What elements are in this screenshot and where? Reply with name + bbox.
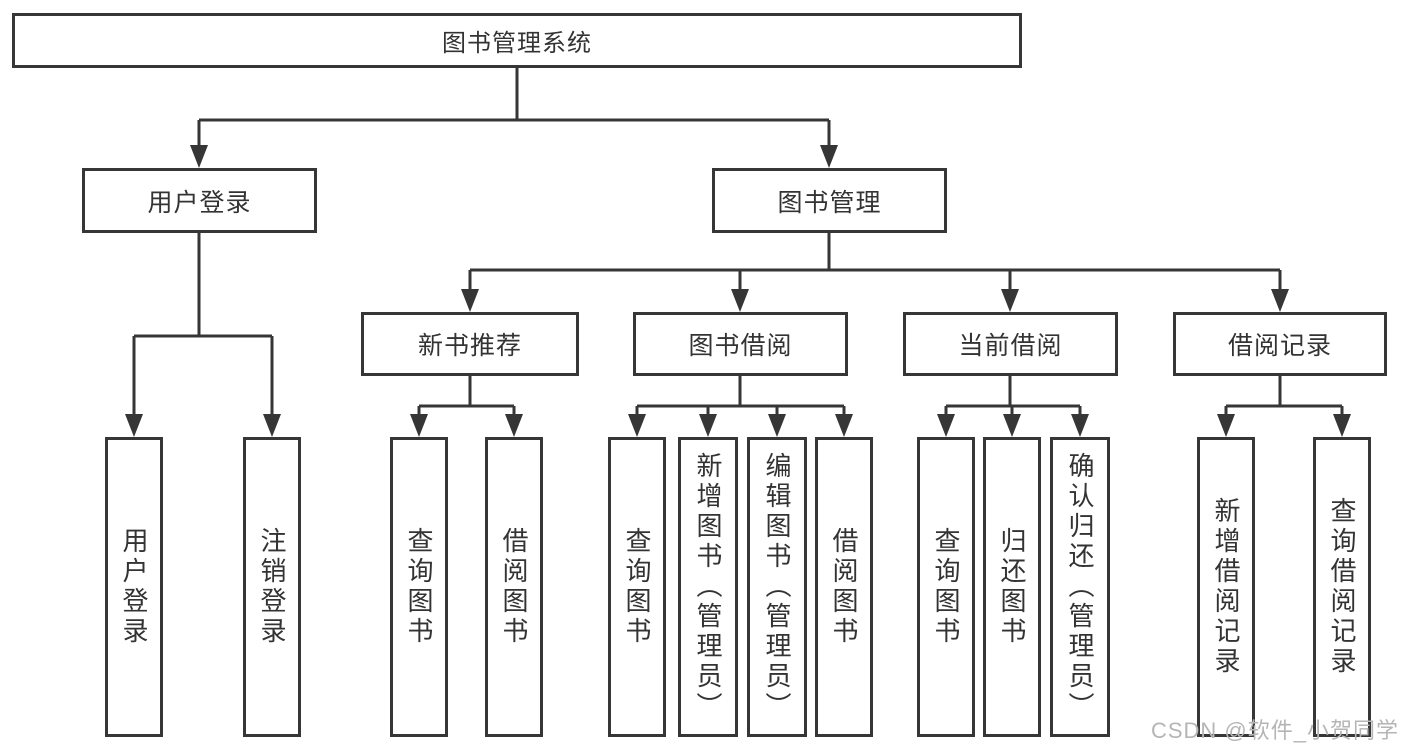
leaf-query-books-borrowing: 查询图书 bbox=[608, 437, 666, 737]
leaf-edit-books-admin: 编辑图书（管理员） bbox=[747, 437, 807, 737]
node-current-borrowing: 当前借阅 bbox=[903, 312, 1118, 376]
leaf-query-borrow-record: 查询借阅记录 bbox=[1313, 437, 1371, 737]
leaf-query-books-recommend: 查询图书 bbox=[390, 437, 448, 737]
leaf-borrow-books-recommend: 借阅图书 bbox=[485, 437, 543, 737]
node-book-management-branch: 图书管理 bbox=[712, 168, 947, 233]
node-library-management-system: 图书管理系统 bbox=[12, 13, 1022, 68]
node-new-book-recommendation: 新书推荐 bbox=[361, 312, 579, 376]
csdn-watermark: CSDN @软件_小贺同学 bbox=[1150, 718, 1399, 743]
leaf-return-books: 归还图书 bbox=[983, 437, 1041, 737]
node-book-borrowing: 图书借阅 bbox=[633, 312, 848, 376]
node-borrowing-records: 借阅记录 bbox=[1173, 312, 1387, 376]
leaf-add-books-admin: 新增图书（管理员） bbox=[678, 437, 738, 737]
leaf-logout: 注销登录 bbox=[243, 437, 301, 737]
leaf-confirm-return-admin: 确认归还（管理员） bbox=[1050, 437, 1110, 737]
leaf-add-borrow-record: 新增借阅记录 bbox=[1197, 437, 1255, 737]
leaf-borrow-books: 借阅图书 bbox=[815, 437, 873, 737]
leaf-user-login: 用户登录 bbox=[105, 437, 163, 737]
leaf-query-books-current: 查询图书 bbox=[917, 437, 975, 737]
node-user-login-branch: 用户登录 bbox=[82, 168, 317, 233]
